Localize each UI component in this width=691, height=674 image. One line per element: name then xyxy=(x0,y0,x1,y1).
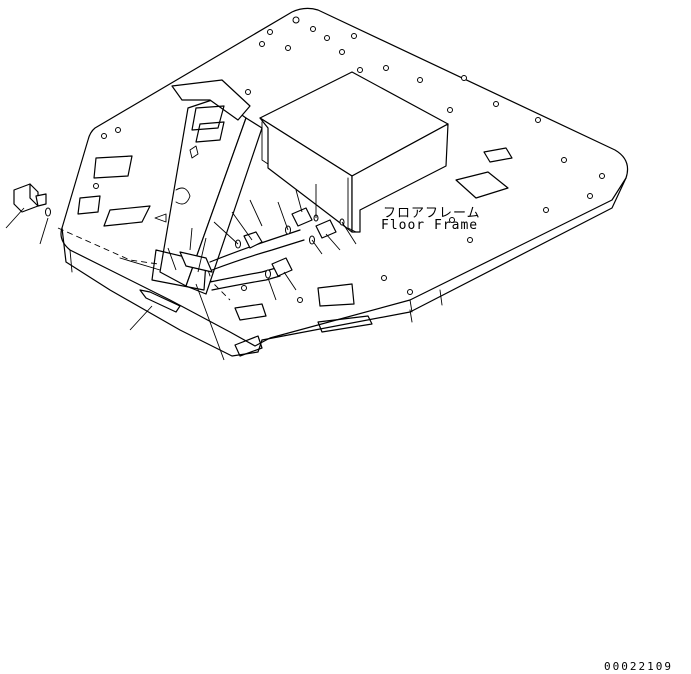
floor-frame-label-japanese: フロアフレーム xyxy=(383,206,481,221)
floor-frame-label-english: Floor Frame xyxy=(381,218,479,233)
plate-cutouts xyxy=(77,147,513,321)
drawing-number: 00022109 xyxy=(604,660,673,673)
leader-lines xyxy=(5,184,357,361)
box-cover xyxy=(259,71,449,233)
sensor-part xyxy=(13,183,51,217)
console-pillar xyxy=(119,79,263,295)
mounting-holes xyxy=(93,16,605,303)
hoses xyxy=(209,229,305,291)
